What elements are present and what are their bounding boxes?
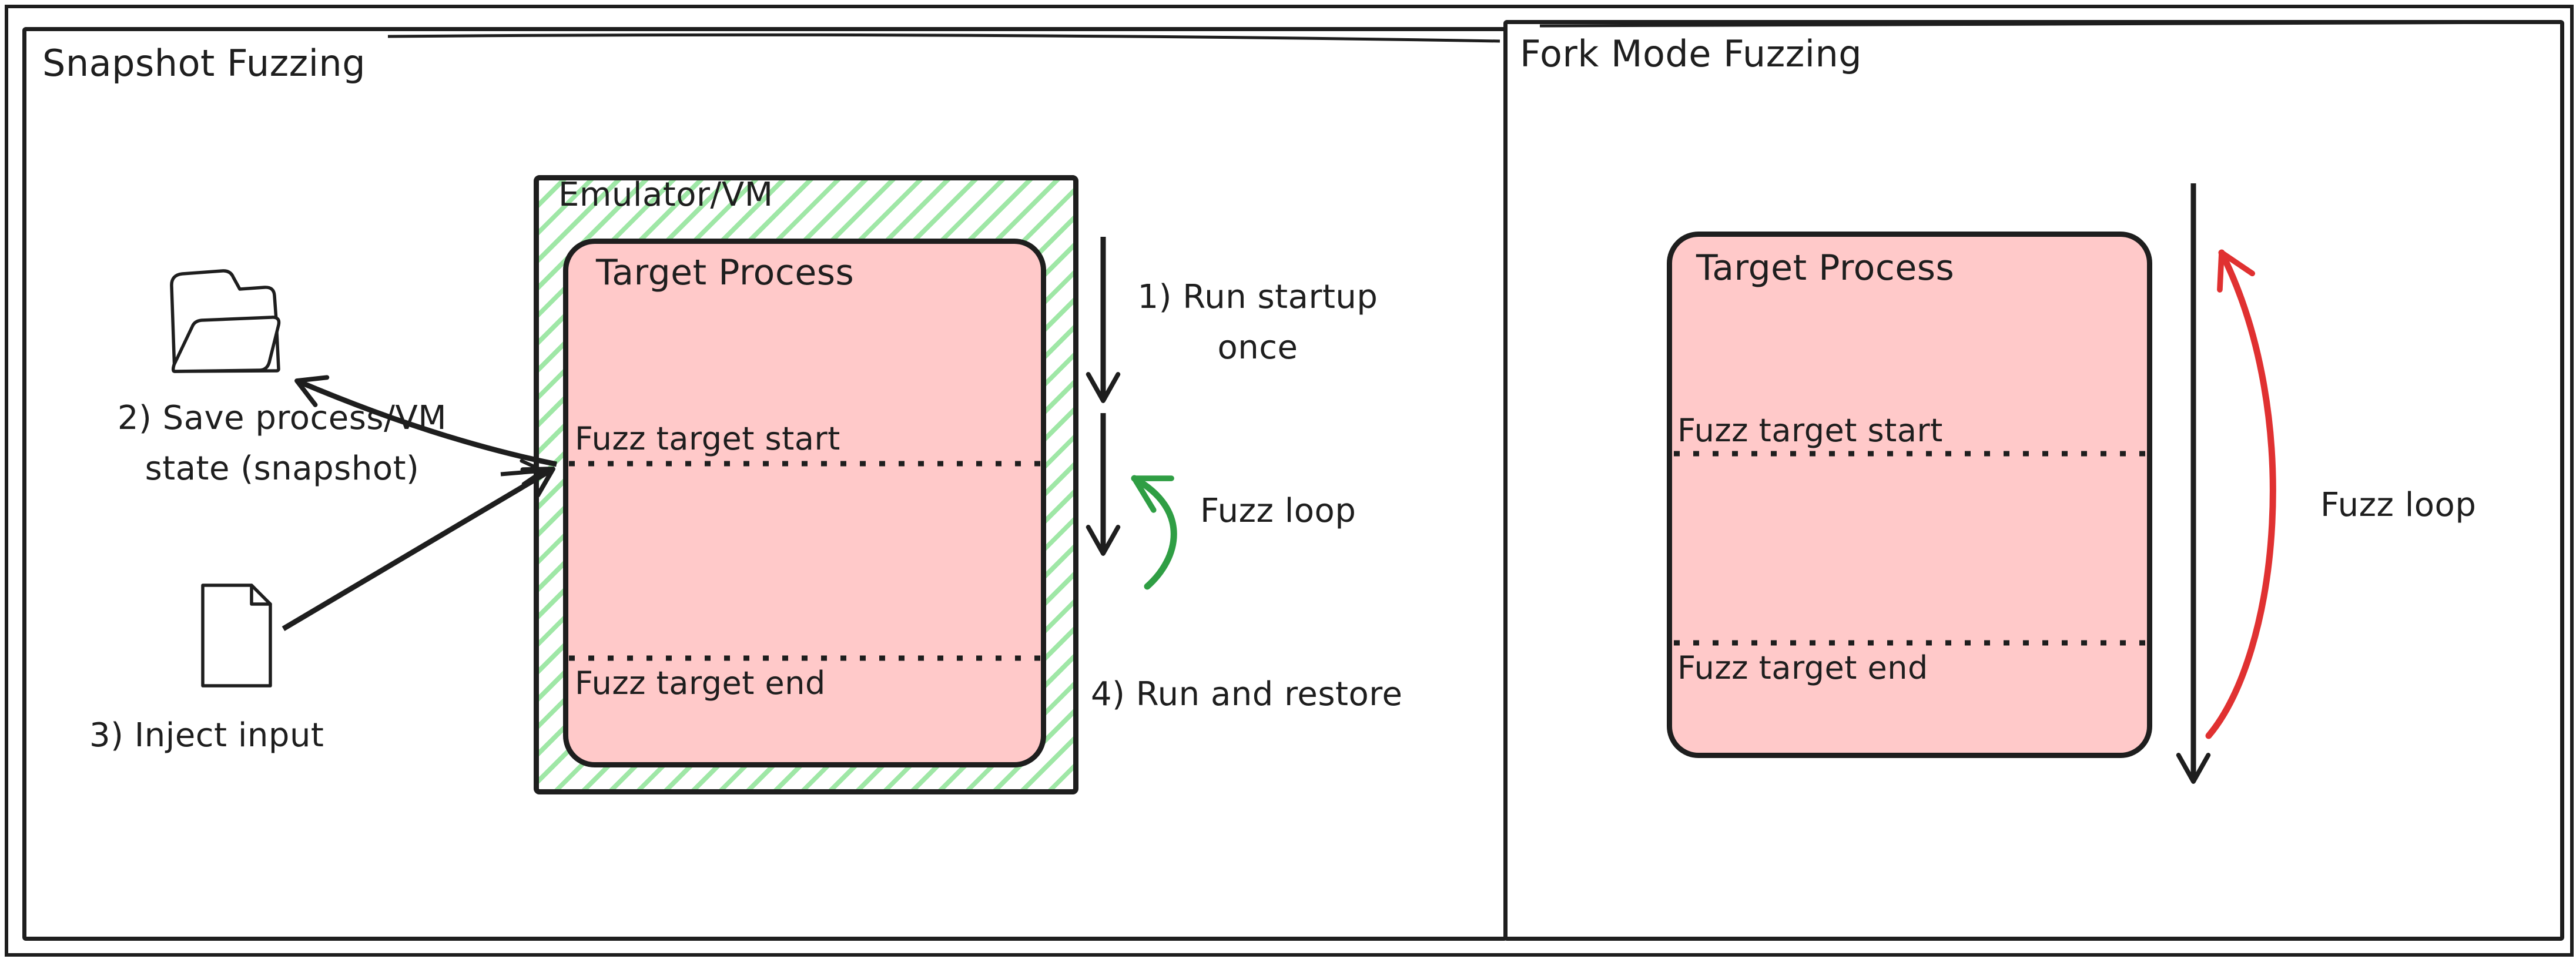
target-process-box-left <box>563 239 1046 767</box>
target-process-title-left: Target Process <box>596 252 855 293</box>
emulator-vm-label: Emulator/VM <box>558 176 773 214</box>
fuzz-loop-label-left: Fuzz loop <box>1200 492 1356 530</box>
fuzz-target-end-label-right: Fuzz target end <box>1677 649 1928 686</box>
inject-input-step: 3) Inject input <box>89 716 324 755</box>
run-and-restore-step: 4) Run and restore <box>1091 675 1403 713</box>
right-panel-title: Fork Mode Fuzzing <box>1520 32 1863 75</box>
fuzz-target-start-label-left: Fuzz target start <box>575 420 840 457</box>
outer-frame <box>5 5 2574 957</box>
target-process-title-right: Target Process <box>1696 247 1955 289</box>
left-panel-title: Snapshot Fuzzing <box>42 42 366 85</box>
fuzz-loop-label-right: Fuzz loop <box>2320 486 2477 524</box>
fuzz-target-start-label-right: Fuzz target start <box>1677 412 1943 449</box>
run-startup-step-line2: once <box>1217 328 1298 367</box>
fuzz-target-end-label-left: Fuzz target end <box>575 665 826 702</box>
run-startup-step-line1: 1) Run startup <box>1137 278 1378 316</box>
save-state-step-line2: state (snapshot) <box>145 450 420 488</box>
save-state-step-line1: 2) Save process/VM <box>117 399 447 437</box>
target-process-box-right <box>1667 232 2152 758</box>
